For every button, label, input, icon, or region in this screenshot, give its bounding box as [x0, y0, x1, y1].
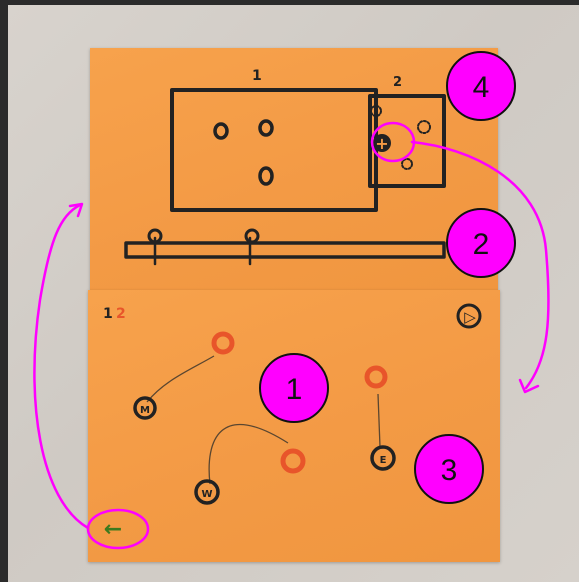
dashed-circle-3 [401, 158, 413, 170]
plus-icon: + [375, 134, 388, 153]
target-circle-2 [280, 448, 306, 474]
arrow-back-to-top-head [68, 202, 84, 218]
token-e[interactable] [370, 445, 396, 471]
timeline-marker-1[interactable] [147, 228, 163, 244]
dashed-circle-1 [370, 105, 382, 117]
dot-3 [258, 166, 274, 186]
dot-2 [258, 119, 274, 137]
dot-1 [213, 122, 229, 140]
main-area-label: 1 [252, 68, 262, 84]
annotation-badge-4 [446, 51, 516, 121]
connector-e [377, 393, 381, 448]
annotation-badge-1 [259, 353, 329, 423]
main-area-box [170, 88, 378, 212]
annotation-badge-3 [414, 434, 484, 504]
token-w-label: W [201, 489, 212, 500]
timeline-marker-2[interactable] [244, 228, 260, 244]
back-arrow-icon[interactable]: ← [104, 517, 122, 542]
token-e-label: E [380, 455, 387, 466]
page-indicator-current: 1 [103, 306, 113, 322]
annotation-badge-4-label: 4 [473, 71, 490, 104]
sticky-note-bottom [88, 290, 500, 562]
connector-w [208, 423, 289, 485]
dashed-circle-2 [417, 120, 431, 134]
plus-button[interactable] [373, 134, 391, 152]
side-panel-label: 2 [393, 75, 402, 90]
side-panel-box [368, 94, 446, 188]
annotation-badge-2-label: 2 [473, 228, 490, 261]
annotation-badge-3-label: 3 [441, 454, 458, 487]
target-circle-1 [211, 331, 235, 355]
token-w[interactable] [194, 479, 220, 505]
arrow-top-to-bottom-head [518, 378, 540, 394]
play-icon: ▷ [464, 309, 476, 326]
annotation-badge-2 [446, 208, 516, 278]
arrow-top-to-bottom [410, 140, 550, 390]
timeline-track [124, 241, 446, 259]
page-indicator-next: 2 [116, 306, 126, 322]
arrow-back-to-top [33, 203, 90, 530]
annotation-badge-1-label: 1 [286, 373, 303, 406]
target-circle-3 [364, 365, 388, 389]
token-m[interactable] [133, 396, 157, 420]
play-button[interactable] [456, 303, 482, 329]
token-m-label: M [140, 405, 150, 416]
connector-m [146, 355, 215, 403]
